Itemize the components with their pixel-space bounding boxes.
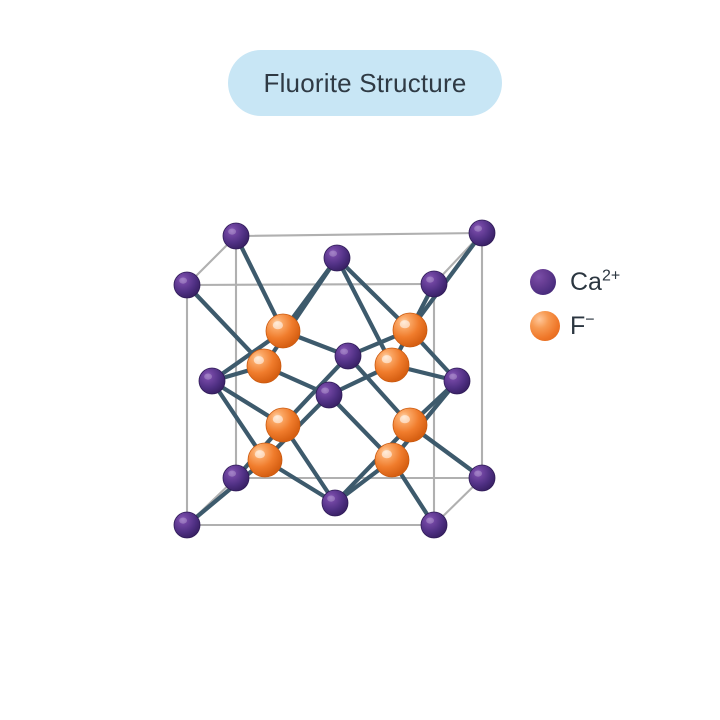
legend-label-fluoride: F− [570, 311, 595, 340]
sphere-highlight [228, 470, 237, 477]
sphere-icon-fluoride [530, 311, 560, 341]
atom-fluoride [265, 313, 301, 349]
atom-fluoride [374, 347, 410, 383]
atom-calcium [222, 464, 250, 492]
atom-calcium [334, 342, 362, 370]
atom-fluoride [247, 442, 283, 478]
legend-label-calcium: Ca2+ [570, 267, 621, 296]
sphere-icon-calcium [530, 269, 556, 295]
cell-edge [234, 231, 484, 238]
atom-calcium [198, 367, 226, 395]
atom-calcium [321, 489, 349, 517]
bond [334, 255, 395, 368]
sphere-highlight [381, 355, 392, 364]
atom-fluoride [392, 407, 428, 443]
atom-calcium [468, 464, 496, 492]
sphere-highlight [399, 320, 410, 329]
sphere-highlight [474, 470, 482, 477]
cell-edge [185, 282, 436, 287]
sphere-highlight [272, 415, 283, 424]
sphere-highlight [179, 517, 188, 524]
sphere-highlight [204, 373, 213, 380]
atom-fluoride [374, 442, 410, 478]
atom-calcium [222, 222, 250, 250]
legend: Ca2+ F− [530, 260, 690, 348]
sphere-highlight [321, 387, 329, 394]
bond [184, 282, 267, 369]
sphere-highlight [449, 373, 457, 380]
atom-calcium [173, 511, 201, 539]
sphere-highlight [329, 250, 337, 257]
atom-calcium [468, 219, 496, 247]
sphere-highlight [399, 415, 410, 424]
atom-calcium [315, 381, 343, 409]
sphere-highlight [179, 277, 188, 284]
bond [233, 233, 286, 334]
atom-calcium [420, 511, 448, 539]
sphere-highlight [381, 450, 392, 459]
bond [332, 422, 413, 506]
atom-calcium [420, 270, 448, 298]
atom-fluoride [246, 348, 282, 384]
sphere-highlight [426, 517, 434, 524]
sphere-highlight [340, 348, 348, 355]
sphere-highlight [474, 225, 482, 232]
atom-calcium [323, 244, 351, 272]
sphere-highlight [327, 495, 335, 502]
bond [261, 255, 340, 369]
title-pill: Fluorite Structure [228, 50, 502, 116]
atom-calcium [173, 271, 201, 299]
sphere-highlight [426, 276, 434, 283]
atom-fluoride [392, 312, 428, 348]
atom-fluoride [265, 407, 301, 443]
atom-calcium [443, 367, 471, 395]
atom-layer [173, 219, 496, 539]
sphere-highlight [253, 356, 264, 365]
sphere-highlight [272, 321, 283, 330]
page-title: Fluorite Structure [263, 67, 467, 98]
sphere-highlight [228, 228, 237, 235]
sphere-highlight [254, 450, 265, 459]
legend-item-calcium: Ca2+ [530, 260, 690, 304]
legend-item-fluoride: F− [530, 304, 690, 348]
